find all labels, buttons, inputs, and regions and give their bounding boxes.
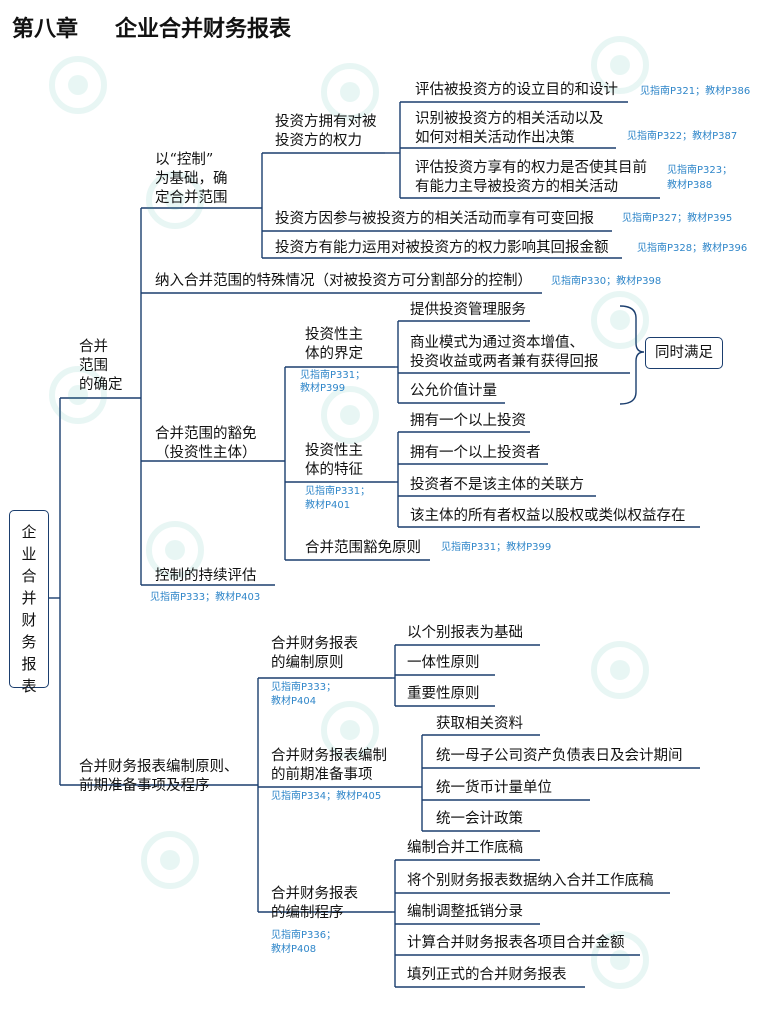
preparation-item: 统一货币计量单位 [436, 780, 552, 796]
watermark-icon [49, 366, 107, 424]
watermark-icon [141, 831, 199, 889]
reference: 见指南P331； [305, 486, 371, 497]
reference: 教材P388 [667, 180, 713, 191]
watermark-icon [49, 56, 107, 114]
watermark-icon [321, 386, 379, 444]
reference: 见指南P334；教材P405 [271, 791, 382, 802]
branch2-label: 前期准备事项及程序 [79, 778, 210, 794]
watermark-icon [591, 641, 649, 699]
features-item: 该主体的所有者权益以股权或类似权益存在 [410, 508, 686, 524]
principles-label: 的编制原则 [271, 655, 344, 671]
procedure-label: 合并财务报表 [271, 886, 358, 902]
reference: 见指南P321；教材P386 [640, 86, 751, 97]
watermark-icon [146, 521, 204, 579]
control-label: 以“控制” [155, 152, 214, 168]
watermark-icon [591, 931, 649, 989]
watermark-icon [146, 171, 204, 229]
special-case: 纳入合并范围的特殊情况（对被投资方可分割部分的控制） [155, 273, 532, 289]
root-char: 财 [21, 611, 37, 629]
chapter-number: 第八章 [12, 17, 79, 42]
power-item: 评估投资方享有的权力是否使其目前 [415, 160, 647, 176]
features-item: 拥有一个以上投资者 [410, 445, 541, 461]
branch1-label: 的确定 [79, 377, 123, 393]
preparation-label: 合并财务报表编制 [271, 748, 387, 764]
reference: 见指南P336； [271, 930, 337, 941]
definition-item: 投资收益或两者兼有获得回报 [410, 354, 599, 370]
features-label: 体的特征 [305, 462, 363, 478]
procedure-item: 填列正式的合并财务报表 [407, 967, 567, 983]
power-label: 投资方拥有对被 [275, 114, 377, 130]
preparation-label: 的前期准备事项 [271, 767, 373, 783]
control-label: 定合并范围 [155, 190, 228, 206]
procedure-item: 编制调整抵销分录 [407, 904, 523, 920]
definition-item: 公允价值计量 [410, 383, 497, 399]
power-item: 评估被投资方的设立目的和设计 [415, 82, 618, 98]
branch1-label: 合并 [79, 339, 108, 355]
reference: 见指南P330；教材P398 [551, 276, 662, 287]
exemption-label: 合并范围的豁免 [155, 426, 257, 442]
branch2-label: 合并财务报表编制原则、 [79, 759, 239, 775]
definition-label: 体的界定 [305, 346, 363, 362]
features-label: 投资性主 [305, 443, 363, 459]
control-label: 为基础，确 [155, 171, 228, 187]
preparation-item: 统一母子公司资产负债表日及会计期间 [436, 748, 683, 764]
preparation-item: 获取相关资料 [436, 716, 523, 732]
reference: 教材P399 [300, 383, 346, 394]
reference: 见指南P328；教材P396 [637, 243, 748, 254]
reference: 教材P408 [271, 944, 317, 955]
definition-label: 投资性主 [305, 327, 363, 343]
branch1-label: 范围 [79, 358, 108, 374]
procedure-item: 将个别财务报表数据纳入合并工作底稿 [407, 873, 654, 889]
reference: 见指南P323； [667, 165, 733, 176]
principles-item: 一体性原则 [407, 655, 480, 671]
features-item: 拥有一个以上投资 [410, 413, 526, 429]
preparation-item: 统一会计政策 [436, 811, 523, 827]
power-item: 识别被投资方的相关活动以及 [415, 111, 604, 127]
reference: 教材P401 [305, 500, 351, 511]
reference: 见指南P333；教材P403 [150, 592, 261, 603]
procedure-label: 的编制程序 [271, 905, 344, 921]
reference: 见指南P333； [271, 682, 337, 693]
root-node: 企 业 合 并 财 务 报 表 [9, 510, 49, 695]
reference: 见指南P331；教材P399 [441, 542, 552, 553]
watermark-icon [591, 36, 649, 94]
exemption-principle: 合并范围豁免原则 [305, 540, 421, 556]
principles-item: 以个别报表为基础 [407, 625, 523, 641]
variable-return: 投资方因参与被投资方的相关活动而享有可变回报 [275, 211, 594, 227]
root-char: 合 [21, 567, 37, 585]
definition-item: 提供投资管理服务 [410, 302, 526, 318]
watermark-icon [321, 63, 379, 121]
power-return-link: 投资方有能力运用对被投资方的权力影响其回报金额 [275, 240, 609, 256]
reference: 见指南P322；教材P387 [627, 131, 738, 142]
root-char: 企 [21, 523, 37, 541]
principles-label: 合并财务报表 [271, 636, 358, 652]
procedure-item: 编制合并工作底稿 [407, 840, 523, 856]
reference: 见指南P331； [300, 370, 366, 381]
reference: 见指南P327；教材P395 [622, 213, 733, 224]
principles-item: 重要性原则 [407, 686, 480, 702]
page-title: 企业合并财务报表 [115, 17, 292, 42]
reference: 教材P404 [271, 696, 317, 707]
root-char: 务 [21, 633, 37, 651]
features-item: 投资者不是该主体的关联方 [410, 477, 584, 493]
root-char: 报 [21, 655, 37, 673]
power-item: 有能力主导被投资方的相关活动 [415, 179, 618, 195]
root-char: 业 [21, 545, 37, 563]
watermark-icon [321, 701, 379, 759]
continuous-assessment: 控制的持续评估 [155, 568, 257, 584]
power-label: 投资方的权力 [275, 133, 362, 149]
root-char: 表 [21, 677, 37, 695]
procedure-item: 计算合并财务报表各项目合并金额 [407, 935, 625, 951]
exemption-label: （投资性主体） [155, 445, 257, 461]
all-required-label: 同时满足 [655, 345, 713, 361]
watermark-icon [591, 291, 649, 349]
root-char: 并 [21, 589, 37, 607]
all-required-box: 同时满足 [645, 337, 723, 369]
definition-item: 商业模式为通过资本增值、 [410, 335, 584, 351]
power-item: 如何对相关活动作出决策 [415, 130, 575, 146]
